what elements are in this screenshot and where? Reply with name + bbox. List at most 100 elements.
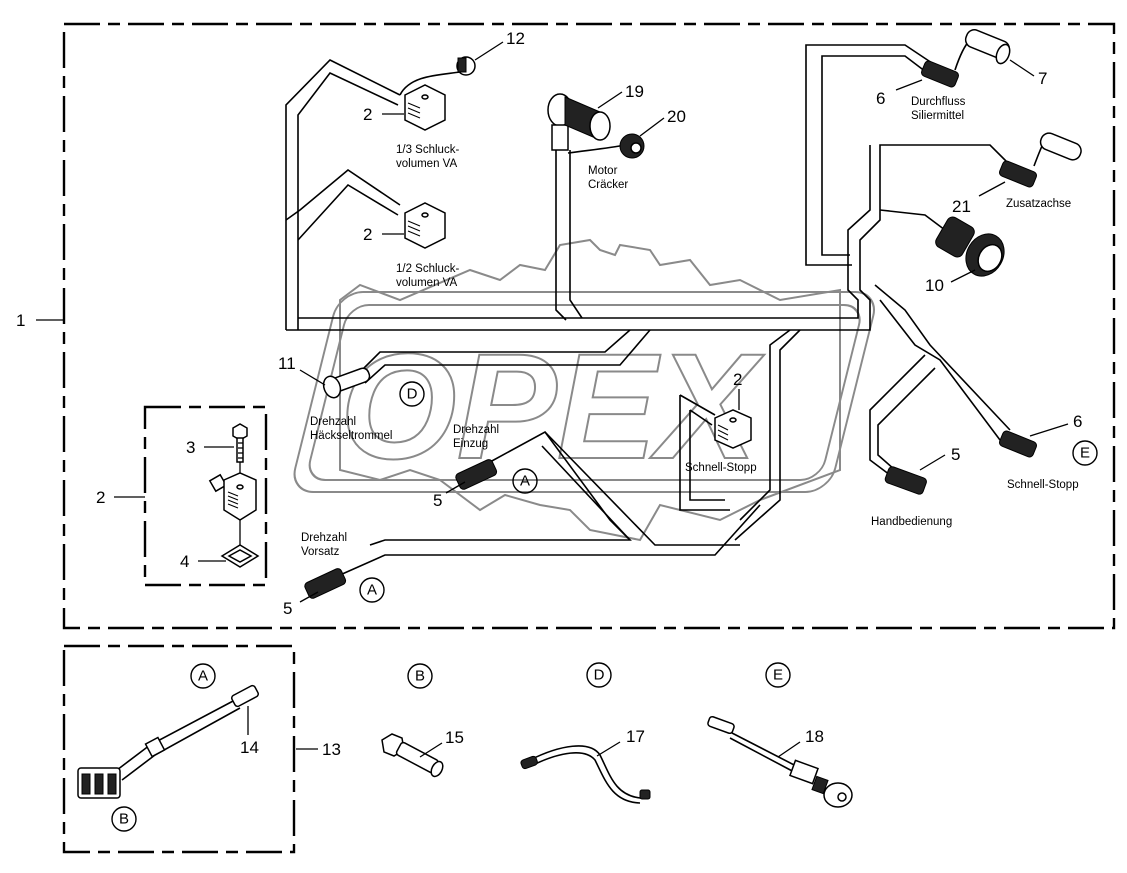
caption-1-3-schluckvolumen-l1: 1/3 Schluck-	[396, 144, 459, 156]
caption-durchfluss: Durchfluss	[911, 96, 966, 108]
callout-15[interactable]: 15	[445, 728, 464, 747]
watermark-frame-outer	[293, 291, 875, 493]
gasket-part[interactable]	[220, 544, 260, 568]
connector-7-part[interactable]	[954, 27, 1012, 71]
caption-zusatzachse: Zusatzachse	[1006, 198, 1071, 210]
adapter-cable-14-part[interactable]	[77, 684, 259, 799]
callout-4[interactable]: 4	[180, 552, 189, 571]
caption-1-2-schluckvolumen-l1: 1/2 Schluck-	[396, 263, 459, 275]
ref-a-einzug[interactable]	[512, 468, 538, 494]
callout-2c[interactable]: 2	[733, 370, 742, 389]
ref-a-einzug-label: A	[520, 473, 530, 490]
leader-11	[299, 369, 326, 386]
ref-a-detail[interactable]	[190, 663, 216, 689]
switch-cable-18-part[interactable]	[707, 715, 853, 808]
callout-5a[interactable]: 5	[433, 491, 442, 510]
callout-1[interactable]: 1	[16, 311, 25, 330]
leader-7	[1009, 59, 1035, 77]
ref-b-detail13[interactable]	[111, 806, 137, 832]
ref-d-main[interactable]	[399, 381, 425, 407]
caption-schnellstopp-right: Schnell-Stopp	[1007, 479, 1079, 491]
solenoid-plug-part[interactable]	[208, 472, 257, 521]
main-assembly-frame	[62, 22, 1116, 630]
callout-5b[interactable]: 5	[283, 599, 292, 618]
callout-19[interactable]: 19	[625, 82, 644, 101]
leader-21	[978, 181, 1006, 197]
callout-18[interactable]: 18	[805, 727, 824, 746]
connector-11-part[interactable]	[321, 367, 371, 400]
caption-drehzahl-einzug: Drehzahl	[453, 424, 499, 436]
leader-19	[597, 91, 623, 109]
connector-5-vorsatz-part[interactable]	[303, 567, 347, 599]
leader-18	[777, 741, 801, 758]
bolt-part[interactable]	[232, 423, 248, 463]
callout-2b[interactable]: 2	[363, 225, 372, 244]
connector-20-part[interactable]	[567, 133, 645, 159]
caption-einzug: Einzug	[453, 438, 488, 450]
callout-14[interactable]: 14	[240, 738, 259, 757]
caption-haeckseltrommel: Häckseltrommel	[310, 430, 392, 442]
connector-21-part[interactable]	[998, 131, 1083, 188]
connector-6-right-part[interactable]	[998, 430, 1037, 458]
callout-10[interactable]: 10	[925, 276, 944, 295]
callout-6a[interactable]: 6	[876, 89, 885, 108]
caption-cracker: Cräcker	[588, 179, 628, 191]
ref-b-detail[interactable]	[407, 663, 433, 689]
caption-vorsatz: Vorsatz	[301, 546, 340, 558]
callout-11[interactable]: 11	[278, 354, 296, 373]
callout-3[interactable]: 3	[186, 438, 195, 457]
leader-5a	[445, 481, 466, 494]
caption-drehzahl-vorsatz: Drehzahl	[301, 532, 347, 544]
callout-12[interactable]: 12	[506, 29, 525, 48]
callout-21[interactable]: 21	[952, 197, 971, 216]
ref-d-detail[interactable]	[586, 662, 612, 688]
callout-5c[interactable]: 5	[951, 445, 960, 464]
connector-5-handbedienung-part[interactable]	[884, 466, 927, 496]
connector-6-top-part[interactable]	[920, 60, 959, 88]
solenoid-plug-middle[interactable]	[404, 202, 446, 249]
leader-20	[639, 117, 665, 137]
solenoid-plug-top[interactable]	[404, 84, 446, 131]
watermark-gear	[339, 238, 841, 542]
ref-e-main[interactable]	[1072, 440, 1098, 466]
callout-17[interactable]: 17	[626, 727, 645, 746]
ref-a-detail-label: A	[198, 668, 208, 685]
callout-6b[interactable]: 6	[1073, 412, 1082, 431]
connector-12-part[interactable]	[399, 56, 476, 96]
ref-a-vorsatz[interactable]	[359, 577, 385, 603]
ref-a-vorsatz-label: A	[367, 582, 377, 599]
leader-17	[596, 741, 621, 757]
watermark: OPEX	[293, 238, 875, 542]
caption-schnellstopp-center: Schnell-Stopp	[685, 462, 757, 474]
ref-d-detail-label: D	[594, 667, 605, 684]
solenoid-kit-frame	[143, 405, 268, 587]
leader-12	[474, 41, 504, 61]
caption-handbedienung: Handbedienung	[871, 516, 952, 528]
callout-2a[interactable]: 2	[363, 105, 372, 124]
leader-5b	[299, 591, 319, 603]
callout-2-kit[interactable]: 2	[96, 488, 105, 507]
leader-15	[419, 742, 443, 758]
solenoid-plug-schnellstopp[interactable]	[714, 409, 752, 449]
leader-10	[950, 269, 976, 283]
caption-siliermittel: Siliermittel	[911, 110, 964, 122]
ref-e-detail-label: E	[773, 667, 783, 684]
connector-10-part[interactable]	[934, 215, 1012, 283]
harness-wires	[285, 44, 1011, 576]
ref-d-main-label: D	[407, 386, 418, 403]
ref-e-detail[interactable]	[765, 662, 791, 688]
adapter-kit-frame	[62, 644, 296, 854]
caption-motor: Motor	[588, 165, 618, 177]
connector-19-part[interactable]	[547, 93, 611, 151]
caption-1-3-schluckvolumen-l2: volumen VA	[396, 158, 457, 170]
callout-20[interactable]: 20	[667, 107, 686, 126]
caption-1-2-schluckvolumen-l2: volumen VA	[396, 277, 457, 289]
ref-b-detail13-label: B	[119, 811, 129, 828]
callout-7[interactable]: 7	[1038, 69, 1047, 88]
cable-17-part[interactable]	[520, 745, 651, 804]
ref-e-main-label: E	[1080, 445, 1090, 462]
callout-13[interactable]: 13	[322, 740, 341, 759]
connector-5-einzug-part[interactable]	[454, 458, 498, 490]
adapter-15-part[interactable]	[381, 733, 445, 778]
